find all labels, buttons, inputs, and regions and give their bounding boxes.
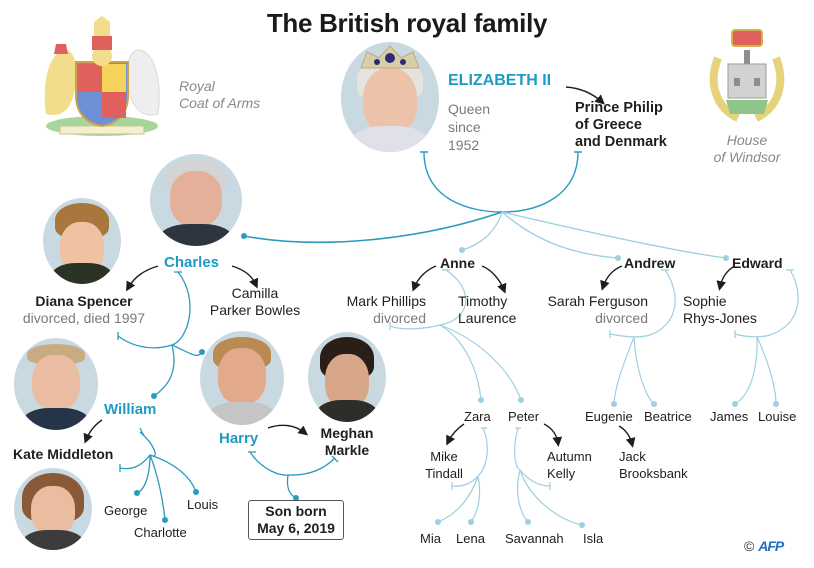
charles-portrait [150,154,242,246]
child-louise: Louise [758,409,797,424]
royal-coat-of-arms-icon [36,14,168,140]
child-eugenie: Eugenie [585,409,633,424]
child-isla: Isla [583,531,604,546]
prince-philip-label: Prince Philip of Greece and Denmark [575,100,667,151]
jack-line2: Brooksbank [619,466,688,481]
mark-phillips-note: divorced [373,310,426,326]
coat-of-arms-caption-line2: Coat of Arms [179,95,261,111]
house-of-windsor-caption-line2: of Windsor [713,149,781,165]
harry-name: Harry [219,430,259,447]
mark-phillips-label: Mark Phillips divorced [330,293,426,327]
tiara-icon [360,45,420,69]
child-james: James [710,409,749,424]
meghan-markle-portrait [308,332,386,422]
elizabeth-ii-name: ELIZABETH II [448,72,552,89]
child-george: George [104,503,148,518]
zara-name: Zara [464,409,491,424]
anne-name: Anne [440,255,475,271]
sarah-ferguson-name: Sarah Ferguson [547,293,648,309]
mike-line2: Tindall [425,466,463,481]
diana-spencer-note: divorced, died 1997 [22,310,146,326]
elizabeth-ii-subtitle: Queen since 1952 [448,100,490,154]
sarah-ferguson-label: Sarah Ferguson divorced [536,293,648,327]
page-title: The British royal family [266,8,548,38]
sarah-ferguson-note: divorced [595,310,648,326]
meghan-line1: Meghan [320,425,374,441]
kate-middleton-portrait [14,468,92,550]
house-of-windsor-caption: House of Windsor [704,132,790,166]
prince-philip-line3: and Denmark [575,134,667,150]
kate-middleton-name: Kate Middleton [13,446,114,462]
timothy-line1: Timothy [458,293,508,309]
meghan-line2: Markle [324,442,370,458]
son-born-box: Son born May 6, 2019 [248,500,344,540]
jack-brooksbank-label: Jack Brooksbank [619,448,688,482]
mark-phillips-name: Mark Phillips [346,293,426,309]
charles-name: Charles [164,254,220,271]
autumn-kelly-label: Autumn Kelly [547,448,592,482]
son-born-line2: May 6, 2019 [257,520,335,536]
queen-subtitle-line3: 1952 [448,137,480,153]
william-name: William [104,401,157,418]
camilla-line1: Camilla [231,285,279,301]
child-mia: Mia [420,531,441,546]
child-beatrice: Beatrice [644,409,692,424]
prince-philip-line1: Prince Philip [575,100,663,116]
diana-spencer-portrait [43,198,121,284]
child-louis: Louis [187,497,219,512]
house-of-windsor-badge-icon [708,28,786,126]
prince-philip-line2: of Greece [575,117,642,133]
afp-logo: AFP [758,538,784,554]
sophie-line2: Rhys-Jones [683,310,757,326]
coat-of-arms-caption: Royal Coat of Arms [179,78,260,112]
timothy-laurence-label: Timothy Laurence [458,293,516,327]
mike-line1: Mike [430,449,458,464]
harry-portrait [200,331,284,425]
queen-subtitle-line2: since [448,119,481,135]
peter-name: Peter [508,409,540,424]
afp-credit: © AFP [744,538,784,554]
house-of-windsor-caption-line1: House [726,132,768,148]
autumn-line2: Kelly [547,466,576,481]
sophie-rhys-jones-label: Sophie Rhys-Jones [683,293,757,327]
child-savannah: Savannah [505,531,564,546]
mike-tindall-label: Mike Tindall [418,448,470,482]
timothy-line2: Laurence [458,310,517,326]
queen-subtitle-line1: Queen [448,101,491,117]
andrew-name: Andrew [624,255,676,271]
child-charlotte: Charlotte [134,525,187,540]
autumn-line1: Autumn [547,449,592,464]
camilla-line2: Parker Bowles [209,302,301,318]
copyright-icon: © [744,538,755,554]
coat-of-arms-caption-line1: Royal [179,78,215,94]
sophie-line1: Sophie [683,293,727,309]
jack-line1: Jack [619,449,646,464]
camilla-parker-bowles-label: Camilla Parker Bowles [200,285,310,319]
diana-spencer-name: Diana Spencer [35,293,133,309]
edward-name: Edward [732,255,783,271]
elizabeth-ii-portrait [341,42,439,152]
son-born-line1: Son born [265,503,327,519]
meghan-markle-label: Meghan Markle [308,425,386,459]
william-portrait [14,338,98,430]
child-lena: Lena [456,531,485,546]
